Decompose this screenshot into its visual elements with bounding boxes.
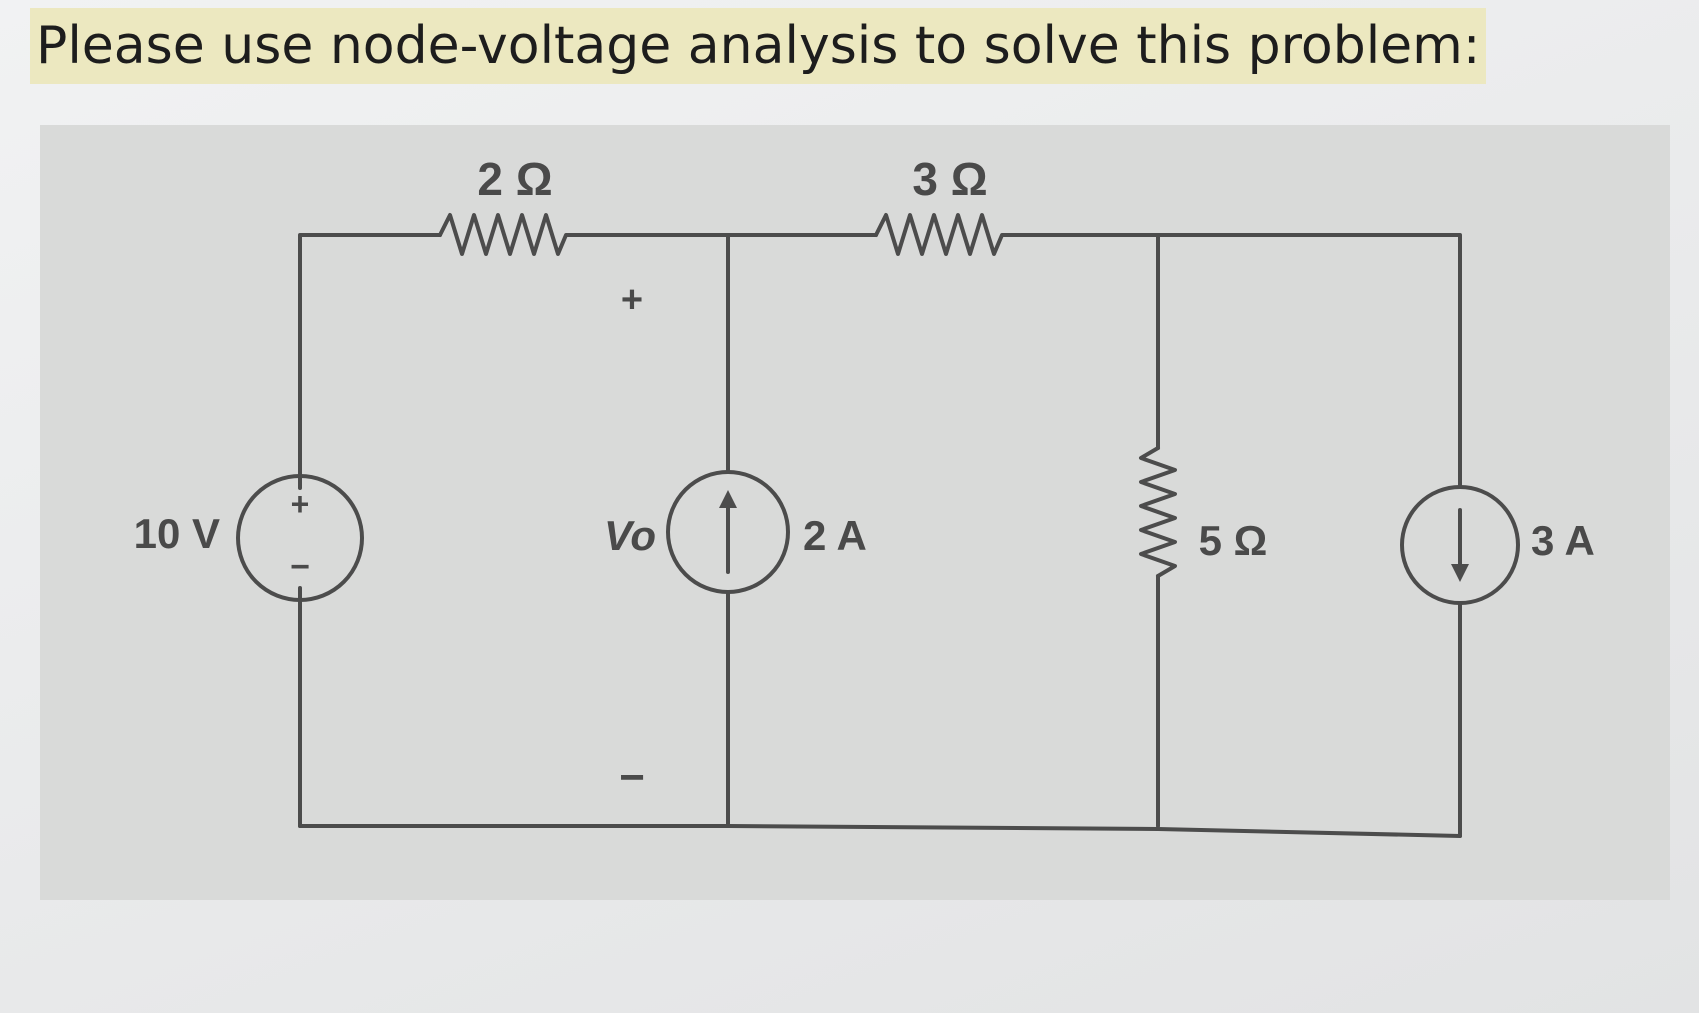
label-vo: Vo <box>604 512 656 559</box>
ground-wire <box>298 824 1462 838</box>
resistor-2ohm <box>438 213 582 256</box>
problem-prompt: Please use node-voltage analysis to solv… <box>30 8 1487 84</box>
arrow-down-head <box>1451 564 1469 582</box>
wire-left-top <box>298 233 442 490</box>
circuit-panel <box>40 125 1670 900</box>
label-3ohm: 3 Ω <box>912 153 987 205</box>
wire-top-right <box>1014 233 1462 489</box>
label-2a: 2 A <box>803 512 867 559</box>
label-2ohm: 2 Ω <box>477 153 552 205</box>
vo-plus-sign: + <box>621 279 643 321</box>
arrow-up-head <box>719 490 737 508</box>
vo-minus-sign: − <box>619 753 645 802</box>
vs-minus-sign: − <box>290 548 310 586</box>
resistor-3ohm <box>874 213 1018 256</box>
label-10v: 10 V <box>134 510 220 557</box>
current-source-3a <box>1400 485 1520 605</box>
vs-plus-sign: + <box>291 486 310 522</box>
voltage-source-10v <box>236 474 364 602</box>
current-source-2a <box>666 470 790 594</box>
label-3a: 3 A <box>1531 517 1595 564</box>
label-5ohm: 5 Ω <box>1199 517 1268 564</box>
resistor-5ohm <box>1139 446 1177 578</box>
